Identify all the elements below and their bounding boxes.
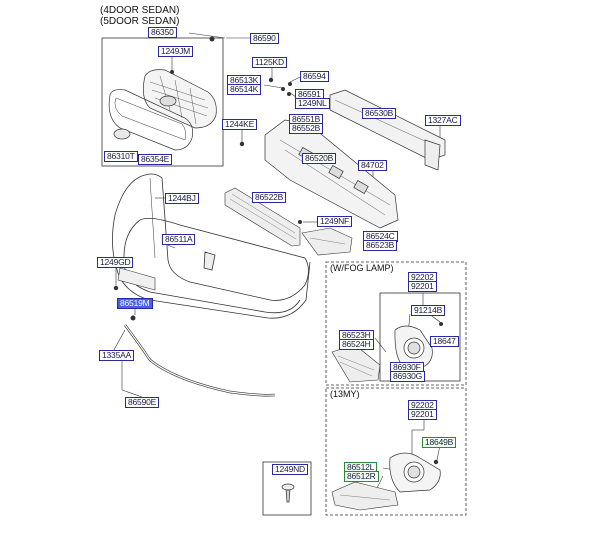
label-13my-18649B[interactable]: 18649B <box>422 437 457 448</box>
my13-box <box>325 387 467 516</box>
label-86590E[interactable]: 86590E <box>125 397 160 408</box>
label-fog-18647[interactable]: 18647 <box>430 336 459 347</box>
radiator-grille <box>143 69 217 129</box>
label-1249ND[interactable]: 1249ND <box>272 464 308 475</box>
label-86350[interactable]: 86350 <box>148 27 177 38</box>
fog-bezel-w-fog <box>331 344 381 383</box>
label-1249NF[interactable]: 1249NF <box>317 216 353 227</box>
label-fog-86930G[interactable]: 86930G <box>390 371 426 382</box>
grille-assembly-box <box>101 37 224 167</box>
label-1335AA[interactable]: 1335AA <box>99 350 135 361</box>
label-1249GD[interactable]: 1249GD <box>97 257 134 268</box>
label-86511A[interactable]: 86511A <box>162 234 196 245</box>
section-fog-lamp: (W/FOG LAMP) <box>330 263 394 273</box>
back-beam <box>329 89 446 161</box>
grille-molding <box>108 89 194 151</box>
label-86514K[interactable]: 86514K <box>227 84 262 95</box>
fog-bezel-upper <box>301 227 353 256</box>
bumper-bracket <box>117 267 156 291</box>
label-86310T[interactable]: 86310T <box>104 151 138 162</box>
label-86354E[interactable]: 86354E <box>138 154 173 165</box>
leader-lines <box>109 30 441 491</box>
label-13my-92201[interactable]: 92201 <box>408 409 437 420</box>
label-86552B[interactable]: 86552B <box>289 123 324 134</box>
fog-lamp-box <box>325 261 467 386</box>
tapping-screw <box>281 483 295 503</box>
label-86520B[interactable]: 86520B <box>302 153 337 164</box>
fog-lamp-13my <box>389 452 441 493</box>
label-1249NL[interactable]: 1249NL <box>295 98 330 109</box>
lower-grille <box>224 187 301 247</box>
grille-emblem <box>159 95 177 107</box>
label-fog-91214B[interactable]: 91214B <box>411 305 446 316</box>
screw-box <box>262 461 312 516</box>
label-86519M[interactable]: 86519M <box>117 298 153 309</box>
label-86522B[interactable]: 86522B <box>252 192 287 203</box>
label-86590[interactable]: 86590 <box>250 33 279 44</box>
label-fog-92201[interactable]: 92201 <box>408 281 437 292</box>
fog-bezel-13my <box>331 481 399 511</box>
label-1244KE[interactable]: 1244KE <box>222 119 258 130</box>
label-84702[interactable]: 84702 <box>358 160 387 171</box>
label-1125KD[interactable]: 1125KD <box>252 57 287 68</box>
label-86530B[interactable]: 86530B <box>362 108 397 119</box>
section-13my: (13MY) <box>330 389 360 399</box>
energy-absorber <box>264 119 399 229</box>
label-86594[interactable]: 86594 <box>300 71 329 82</box>
label-1244BJ[interactable]: 1244BJ <box>165 193 199 204</box>
label-86523B[interactable]: 86523B <box>363 240 398 251</box>
beam-bracket <box>424 139 441 171</box>
label-fog-86524H[interactable]: 86524H <box>339 339 374 350</box>
emblem <box>113 128 131 140</box>
label-1249JM[interactable]: 1249JM <box>158 46 194 57</box>
fog-lamp-w-fog <box>394 325 433 369</box>
header-5door: (5DOOR SEDAN) <box>100 16 180 27</box>
header-4door: (4DOOR SEDAN) <box>100 5 180 16</box>
label-13my-86512R[interactable]: 86512R <box>344 471 379 482</box>
label-1327AC[interactable]: 1327AC <box>425 115 461 126</box>
